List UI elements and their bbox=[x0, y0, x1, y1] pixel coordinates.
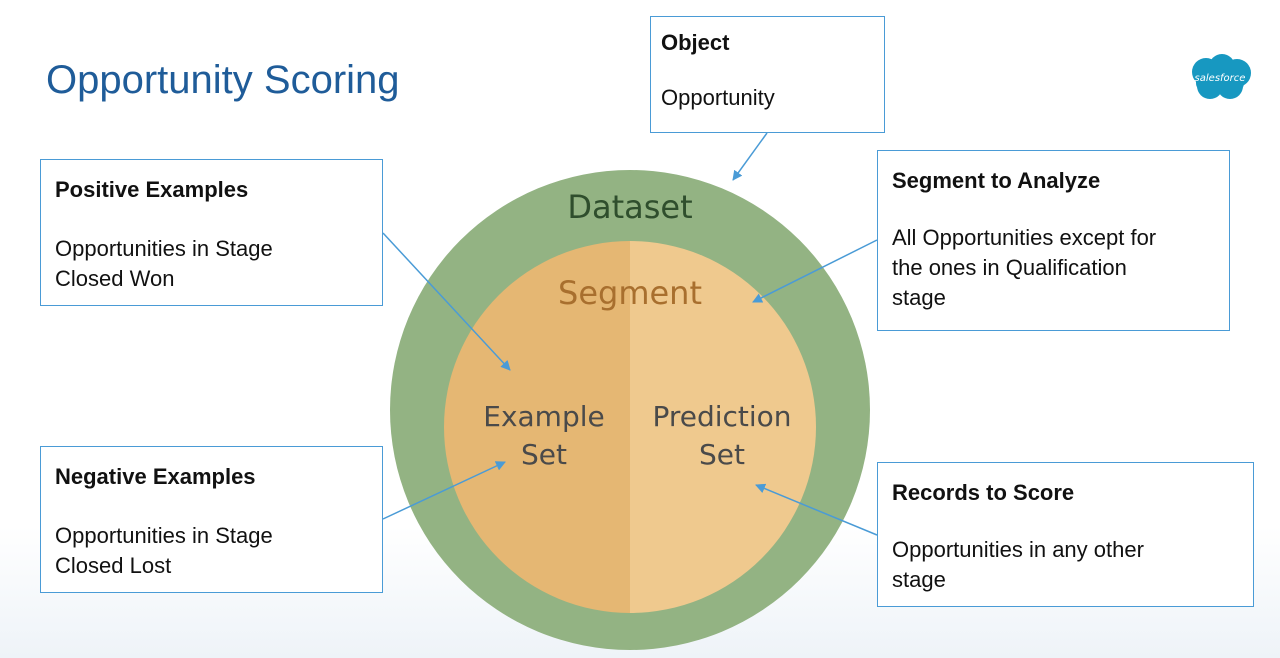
example-set-label-line2: Set bbox=[521, 438, 567, 471]
object-arrow bbox=[732, 132, 768, 181]
dataset-label: Dataset bbox=[567, 188, 692, 226]
records-to-score-box: Records to Score Opportunities in any ot… bbox=[877, 462, 1254, 607]
positive-arrow bbox=[382, 232, 511, 371]
segment-to-analyze-box: Segment to Analyze All Opportunities exc… bbox=[877, 150, 1230, 331]
object-box: Object Opportunity bbox=[650, 16, 885, 133]
negative-body-line: Closed Lost bbox=[55, 553, 172, 578]
negative-body-line: Opportunities in Stage bbox=[55, 523, 273, 548]
segment-heading: Segment to Analyze bbox=[892, 168, 1101, 193]
positive-body: Opportunities in Stage Closed Won bbox=[55, 234, 368, 294]
records-body: Opportunities in any other stage bbox=[892, 535, 1239, 595]
records-body-line: Opportunities in any other bbox=[892, 537, 1144, 562]
slide-title: Opportunity Scoring bbox=[46, 58, 400, 102]
positive-examples-box: Positive Examples Opportunities in Stage… bbox=[40, 159, 383, 306]
positive-body-line: Closed Won bbox=[55, 266, 175, 291]
negative-body: Opportunities in Stage Closed Lost bbox=[55, 521, 368, 581]
prediction-set-label-line2: Set bbox=[699, 438, 745, 471]
segment-body-line: the ones in Qualification bbox=[892, 255, 1127, 280]
object-body: Opportunity bbox=[661, 85, 775, 110]
positive-heading: Positive Examples bbox=[55, 177, 249, 202]
negative-examples-box: Negative Examples Opportunities in Stage… bbox=[40, 446, 383, 593]
records-arrow bbox=[755, 483, 878, 536]
positive-body-line: Opportunities in Stage bbox=[55, 236, 273, 261]
segment-body: All Opportunities except for the ones in… bbox=[892, 223, 1215, 313]
negative-arrow bbox=[382, 461, 506, 520]
segment-label: Segment bbox=[558, 274, 702, 312]
segment-body-line: stage bbox=[892, 285, 946, 310]
negative-heading: Negative Examples bbox=[55, 464, 256, 489]
object-heading: Object bbox=[661, 30, 730, 55]
segment-arrow bbox=[752, 239, 878, 303]
salesforce-logo: salesforce bbox=[1192, 54, 1251, 99]
records-body-line: stage bbox=[892, 567, 946, 592]
segment-body-line: All Opportunities except for bbox=[892, 225, 1157, 250]
records-heading: Records to Score bbox=[892, 480, 1075, 505]
prediction-set-label-line1: Prediction bbox=[652, 400, 791, 433]
example-set-label-line1: Example bbox=[483, 400, 604, 433]
logo-text: salesforce bbox=[1195, 73, 1246, 84]
